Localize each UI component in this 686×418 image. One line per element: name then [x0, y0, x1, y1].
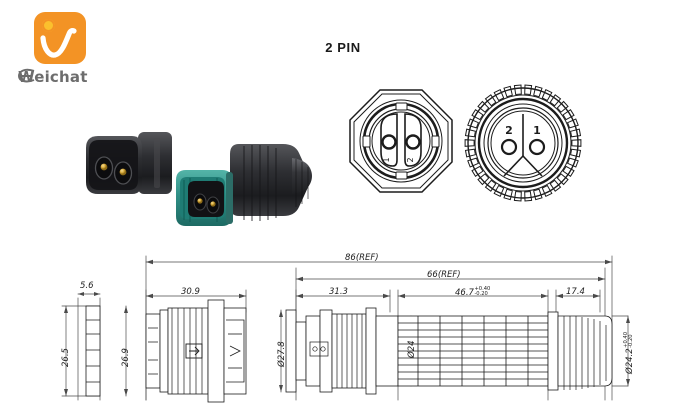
brand-name: Weichat — [18, 68, 88, 86]
drawing-view-plug — [295, 307, 549, 395]
engineering-drawing: 86(REF) 66(REF) 30.9 31.3 46.7+0.40-0.20… — [0, 250, 686, 418]
dim-dia-body: Ø24 — [407, 340, 417, 358]
drawing-view-cap — [547, 311, 613, 391]
dim-cap-length: 17.4 — [566, 287, 585, 297]
product-photo-group — [80, 118, 330, 248]
drawing-view-socket — [145, 299, 247, 403]
dim-dia-flange: Ø27.8 — [277, 341, 287, 367]
dim-dia-cap: Ø24.2+0.40-0.20 — [622, 331, 635, 374]
dim-mated-length: 66(REF) — [427, 270, 461, 280]
pin-label-1: 1 — [533, 124, 541, 137]
page-title: 2 PIN — [325, 40, 361, 55]
dim-socket-depth: 30.9 — [181, 287, 200, 297]
logo-swoosh-icon — [17, 68, 35, 83]
dim-plug-body: 46.7+0.40-0.20 — [455, 285, 491, 298]
face-view-octagonal: 1 2 — [344, 84, 458, 198]
pin-label-2: 2 — [406, 157, 415, 162]
weichat-logo-mark — [34, 12, 86, 64]
dim-plug-front: 31.3 — [329, 287, 348, 297]
pin-label-2: 2 — [505, 124, 513, 137]
dim-flange-thickness: 5.6 — [80, 281, 94, 291]
photo-female-socket — [86, 132, 172, 194]
logo-dot-icon — [42, 19, 55, 32]
drawing-view-flange — [85, 305, 101, 397]
dim-overall-length: 86(REF) — [345, 253, 379, 263]
pin-label-1: 1 — [382, 157, 391, 162]
face-view-knurled: 2 1 — [464, 84, 582, 202]
dim-flange-height: 26.5 — [61, 348, 71, 367]
brand-logo: Weichat — [17, 12, 128, 90]
logo-w-icon — [40, 28, 77, 58]
drawing-view-flange-front — [285, 309, 297, 393]
photo-male-plug — [176, 144, 312, 226]
dim-socket-height: 26.9 — [121, 348, 131, 367]
